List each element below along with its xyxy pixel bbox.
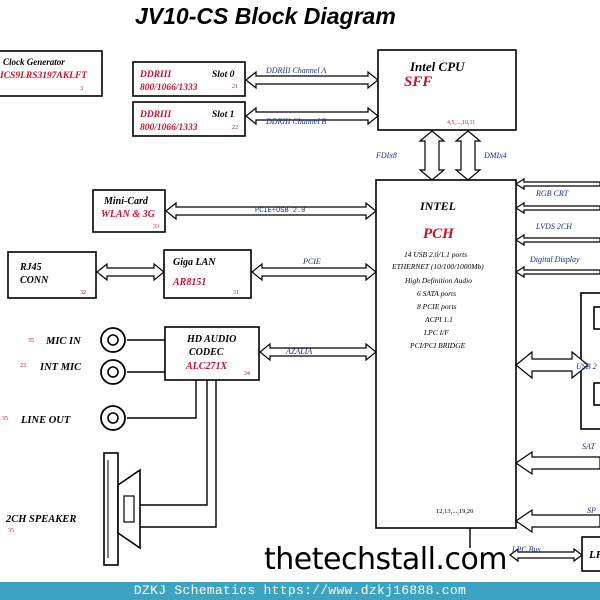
lpc-bus-label: LPC Bus [511, 545, 541, 554]
giga-lan-part: AR8151 [172, 277, 206, 288]
pch-feature: High Definition Audio [404, 276, 472, 285]
fdi-label: FDIx8 [375, 151, 397, 160]
rgb-crt-arrow: RGB CRT [514, 177, 600, 198]
cpu-pages: 4,5,...,10,11 [447, 120, 475, 126]
ddr0-slot: Slot 0 [212, 70, 235, 80]
ddr-channel-b-label: DDRIII Channel B [265, 117, 327, 126]
pch-name: PCH [423, 226, 455, 242]
pcie-usb-arrow: PCIE+USB 2.0 [165, 201, 377, 221]
azalia-arrow: AZALIA [259, 342, 377, 362]
pch-feature: 6 SATA ports [417, 289, 456, 298]
line-out-label: LINE OUT [20, 415, 71, 426]
mini-card-block: Mini-Card WLAN & 3G 33 [92, 189, 166, 233]
pcie-label: PCIE [302, 257, 321, 266]
line-out-page: 35 [2, 416, 8, 422]
fdi-arrow: FDIx8 [375, 130, 446, 181]
pch-feature: LPC I/F [423, 328, 449, 337]
ddr-slot-1-block: DDRIII Slot 1 800/1066/1333 22 [132, 101, 246, 137]
ddr0-page: 21 [232, 84, 238, 90]
pch-vendor: INTEL [419, 199, 456, 213]
ddr-channel-b-arrow: DDRIII Channel B [245, 106, 379, 126]
pcie-lan-arrow: PCIE [251, 257, 377, 282]
audio-codec-page: 34 [244, 371, 250, 377]
rj45-line2: CONN [20, 275, 49, 286]
ddr1-type: DDRIII [139, 110, 171, 120]
cpu-title: Intel CPU [409, 59, 465, 74]
mini-card-page: 33 [153, 224, 159, 230]
cpu-model: SFF [404, 74, 432, 90]
usb-label: USB 2 [576, 362, 597, 371]
dmi-arrow: DMIx4 [454, 130, 507, 181]
clock-generator-block: Clock Generator ICS9LRS3197AKLFT 3 [0, 50, 103, 97]
sata-arrow: SAT [514, 442, 600, 476]
rj45-page: 32 [80, 290, 86, 296]
ddr-channel-a-label: DDRIII Channel A [265, 66, 326, 75]
line-out-jack: LINE OUT 35 [2, 405, 126, 431]
digital-display-arrow: Digital Display [514, 233, 600, 264]
ddr1-speed: 800/1066/1333 [140, 123, 198, 133]
pch-feature: ACPI 1.1 [424, 315, 453, 324]
speaker-icon [103, 452, 141, 566]
spi-label: SP [587, 506, 596, 515]
lpc-device-label: LP [588, 549, 600, 561]
audio-codec-part: ALC271X [185, 361, 227, 372]
ddr0-type: DDRIII [139, 70, 171, 80]
dmi-label: DMIx4 [483, 151, 507, 160]
ddr-slot-0-block: DDRIII Slot 0 800/1066/1333 21 [132, 61, 246, 97]
rj45-lan-arrow [96, 262, 165, 282]
pch-feature: 8 PCIE ports [417, 302, 457, 311]
right-feed-arrow [514, 265, 600, 279]
lvds-label: LVDS 2CH [535, 222, 573, 231]
ddr1-page: 22 [232, 125, 238, 131]
lpc-device-block: LP [581, 536, 600, 572]
rj45-block: RJ45 CONN 32 [7, 251, 97, 299]
giga-lan-title: Giga LAN [173, 257, 216, 268]
spi-arrow: SP [514, 506, 600, 534]
int-mic-page: 23 [20, 363, 26, 369]
pch-pages: 12,13,...,19,20 [436, 508, 473, 515]
lpc-bus-arrow: LPC Bus [509, 545, 583, 563]
diagram-title: JV10-CS Block Diagram [135, 3, 396, 29]
pch-block: INTEL PCH 14 USB 2.0/1.1 ports ETHERNET … [375, 179, 517, 529]
giga-lan-block: Giga LAN AR8151 31 [163, 249, 252, 299]
audio-codec-block: HD AUDIO CODEC ALC271X 34 [164, 326, 260, 381]
int-mic-jack: INT MIC 23 [20, 359, 126, 385]
pch-feature: PCI/PCI BRIDGE [409, 341, 466, 350]
azalia-label: AZALIA [285, 347, 312, 356]
audio-wires [127, 339, 217, 528]
pch-feature: ETHERNET (10/100/1000Mb) [391, 262, 484, 271]
audio-codec-title: HD AUDIO [186, 334, 236, 345]
audio-codec-title2: CODEC [189, 347, 224, 358]
rj45-line1: RJ45 [19, 262, 42, 273]
clock-generator-title: Clock Generator [3, 57, 65, 67]
speaker-page: 35 [8, 528, 14, 534]
clock-generator-part: ICS9LRS3197AKLFT [0, 71, 88, 81]
pch-feature: 14 USB 2.0/1.1 ports [404, 250, 467, 259]
mic-in-page: 35 [28, 338, 34, 344]
mic-in-label: MIC IN [45, 336, 81, 347]
digital-display-label: Digital Display [529, 255, 580, 264]
lvds-arrow: LVDS 2CH [514, 201, 600, 231]
mini-card-sub: WLAN & 3G [101, 209, 156, 220]
sata-label: SAT [582, 442, 596, 451]
rgb-crt-label: RGB CRT [535, 189, 569, 198]
speaker-label: 2CH SPEAKER [5, 514, 76, 525]
giga-lan-page: 31 [233, 290, 239, 296]
watermark-text: thetechstall.com [264, 542, 508, 577]
int-mic-label: INT MIC [39, 362, 82, 373]
mic-in-jack: MIC IN 35 [28, 327, 126, 353]
mini-card-title: Mini-Card [103, 196, 149, 207]
ddr-channel-a-arrow: DDRIII Channel A [245, 66, 379, 90]
ddr0-speed: 800/1066/1333 [140, 83, 198, 93]
usb-arrow: USB 2 [515, 350, 597, 380]
pcie-usb-label: PCIE+USB 2.0 [255, 207, 305, 215]
clock-generator-page: 3 [80, 86, 83, 92]
cpu-block: Intel CPU SFF 4,5,...,10,11 [377, 49, 517, 131]
footer-banner: DZKJ Schematics https://www.dzkj16888.co… [0, 582, 600, 600]
ddr1-slot: Slot 1 [212, 110, 234, 120]
